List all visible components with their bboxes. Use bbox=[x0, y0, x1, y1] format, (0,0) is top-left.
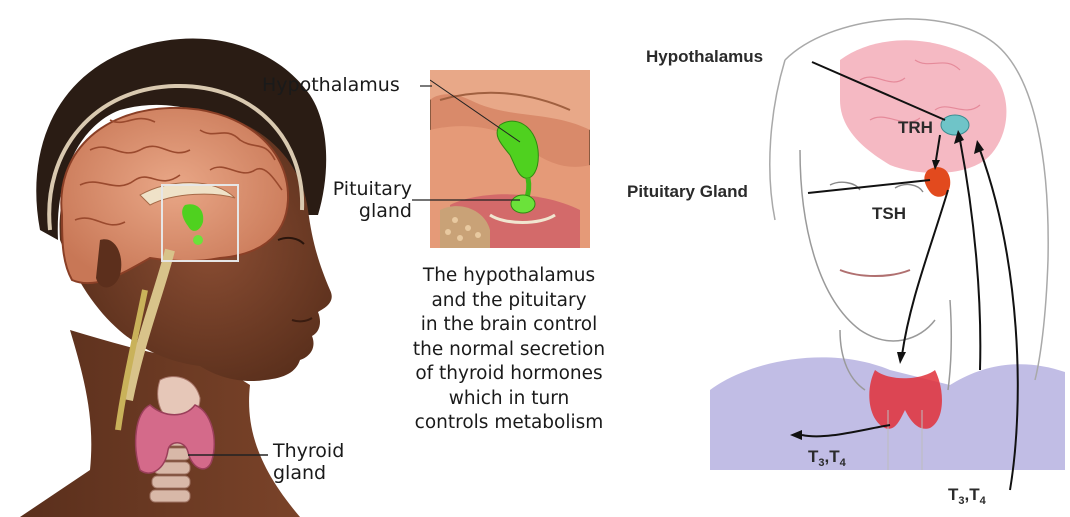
t3-t4-label-left: T3,T4 bbox=[808, 447, 846, 469]
pituitary-label-right: Pituitary Gland bbox=[627, 182, 748, 202]
t4-subscript: 4 bbox=[980, 495, 986, 507]
trh-label: TRH bbox=[898, 118, 933, 138]
sketch-illustration bbox=[690, 0, 1070, 517]
sketch-hypothalamus bbox=[941, 115, 969, 135]
tsh-label: TSH bbox=[872, 204, 906, 224]
pituitary-label-line2: gland bbox=[320, 200, 412, 222]
t4-letter: T bbox=[969, 485, 979, 504]
pituitary-label-line1: Pituitary bbox=[320, 178, 412, 200]
t4-subscript: 4 bbox=[840, 457, 846, 469]
t3-t4-label-right: T3,T4 bbox=[948, 485, 986, 507]
t3-letter: T bbox=[808, 447, 818, 466]
hypothalamus-label-center: Hypothalamus bbox=[262, 74, 400, 96]
t3-letter: T bbox=[948, 485, 958, 504]
caption-line: in the brain control bbox=[384, 313, 634, 338]
hypothalamus-label-right: Hypothalamus bbox=[646, 47, 763, 67]
sketch-pituitary-leader bbox=[808, 180, 930, 193]
caption-line: and the pituitary bbox=[384, 289, 634, 314]
caption-line: of thyroid hormones bbox=[384, 362, 634, 387]
caption: The hypothalamus and the pituitary in th… bbox=[384, 264, 634, 436]
caption-line: which in turn bbox=[384, 387, 634, 412]
pituitary-label-center: Pituitary gland bbox=[320, 178, 412, 222]
caption-line: The hypothalamus bbox=[384, 264, 634, 289]
t4-letter: T bbox=[829, 447, 839, 466]
caption-line: the normal secretion bbox=[384, 338, 634, 363]
caption-line: controls metabolism bbox=[384, 411, 634, 436]
